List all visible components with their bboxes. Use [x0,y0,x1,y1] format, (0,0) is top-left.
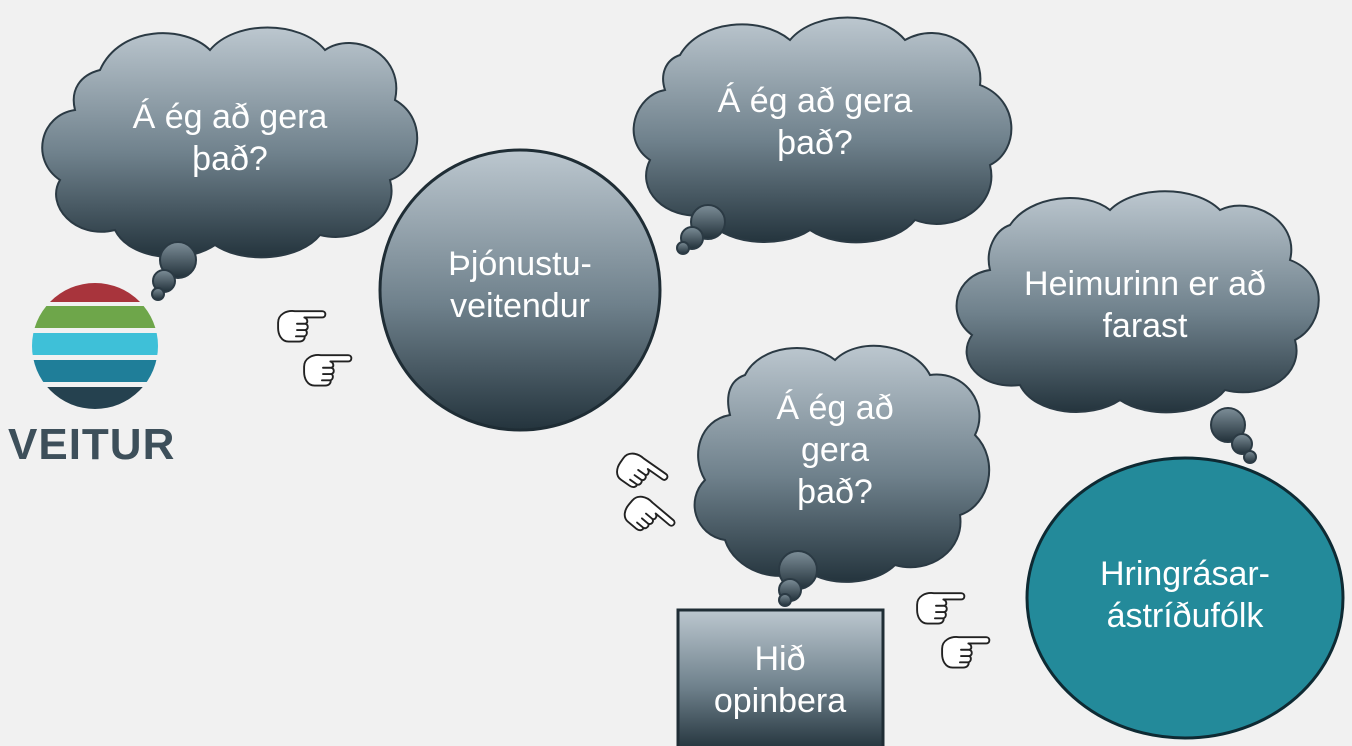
cloud-top-center-text: Á ég að gera það? [717,82,913,162]
thought-cloud-center [693,344,991,607]
public-sector-box [676,608,885,746]
cloud-right-text: Heimurinn er að farast [1024,265,1266,345]
veitur-logo-icon [32,283,158,409]
thought-cloud-right [955,190,1320,464]
thought-cloud-top-center [632,16,1013,255]
service-providers-label: Þjónustu-veitendur [448,245,592,325]
public-sector-label: Hið opinbera [713,640,847,720]
cloud-left-text: Á ég að gera það? [132,98,328,178]
circular-enthusiasts-label: Hringrásar-ástríðufólk [1099,555,1271,635]
pointing-hand-icon [916,592,966,625]
pointing-hand-icon [277,310,327,343]
service-providers-circle [378,148,662,432]
pointing-hand-icon [941,636,991,669]
cloud-center-text: Á ég að gera það? [776,389,894,511]
pointing-hand-icon [303,354,353,387]
pointing-hand-icon [611,447,670,502]
pointing-hand-icon [619,490,677,547]
thought-cloud-left [41,26,419,301]
veitur-wordmark: VEITUR [8,420,176,469]
circular-enthusiasts-circle [1025,456,1345,740]
